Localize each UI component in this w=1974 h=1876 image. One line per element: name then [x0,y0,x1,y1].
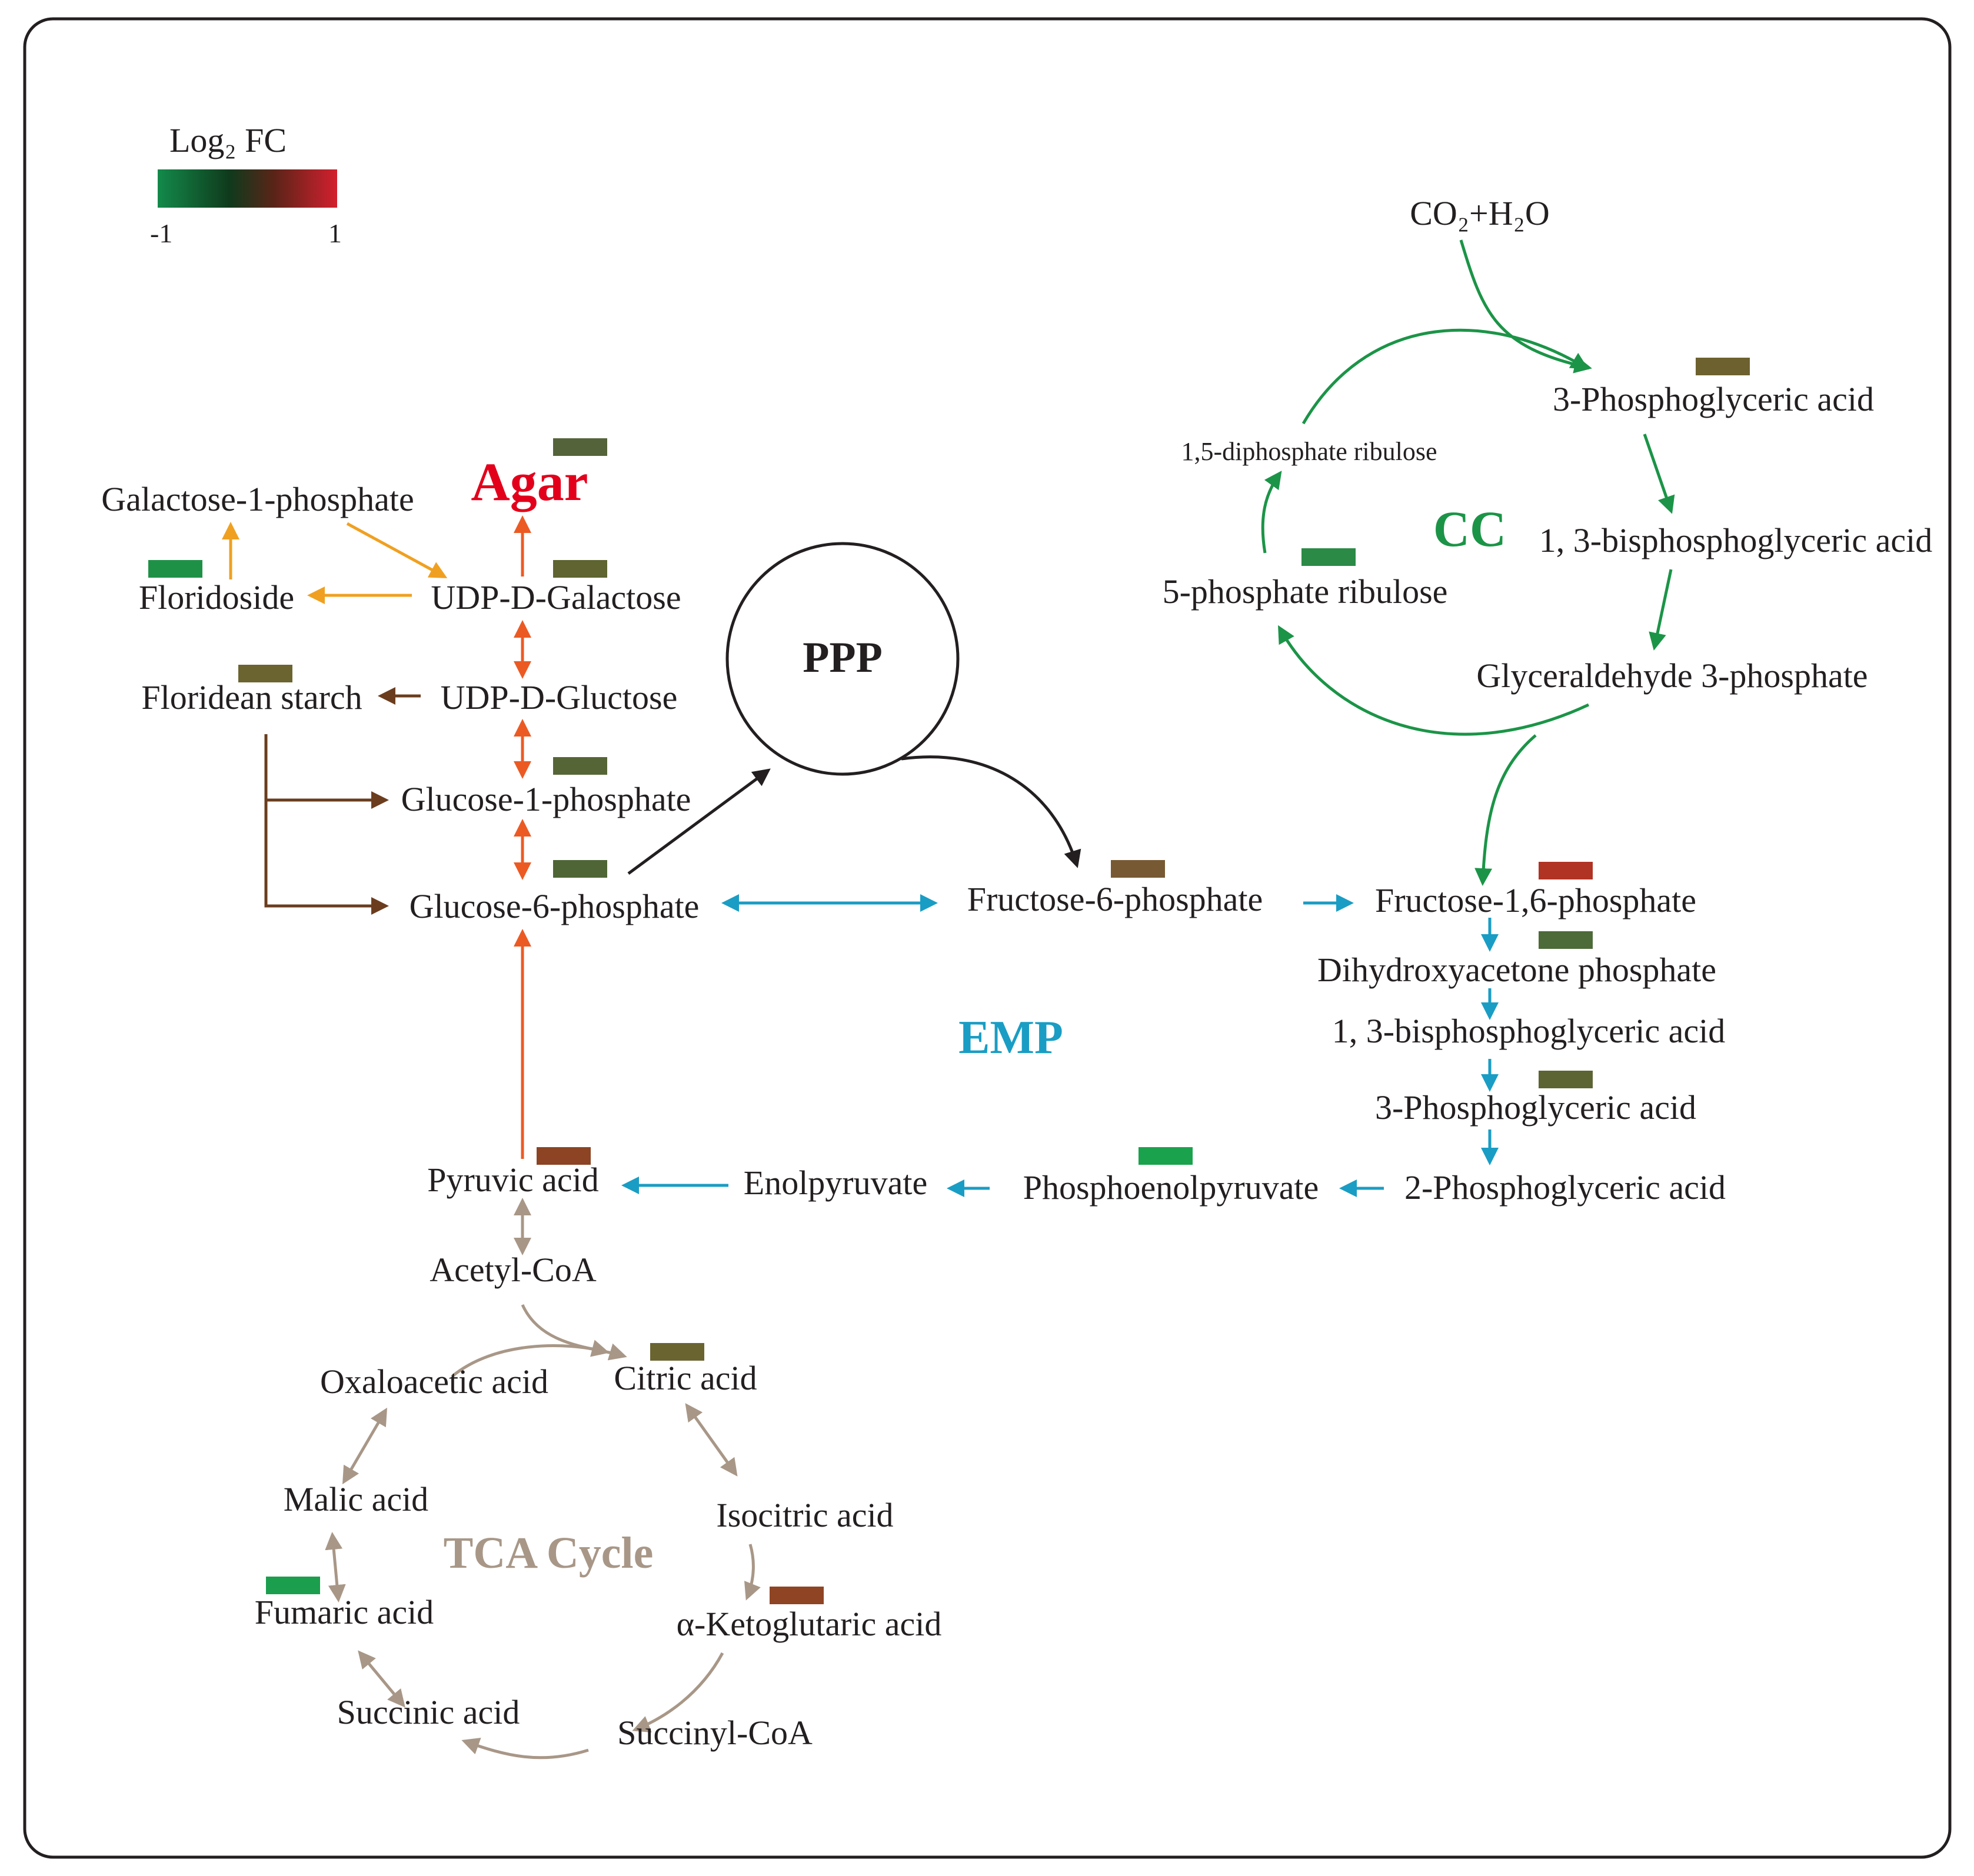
fc-swatch-udp-galactose [553,560,607,578]
arrow-gal1p-to-udpgal [346,522,448,578]
arrow-3pga-to-bpga [1643,434,1675,514]
arrow-acetylcoa-to-citric [521,1304,627,1361]
label-emp-3-phosphoglyceric-acid: 3-Phosphoglyceric acid [1375,1088,1696,1127]
fc-swatch-floridoside [148,560,202,578]
legend-min-label: -1 [150,218,172,248]
label-succinyl-coa: Succinyl-CoA [617,1714,813,1752]
arrow-citric-isocitric [685,1403,738,1477]
arrow-fumaric-malic [325,1532,346,1602]
label-pyruvic-acid: Pyruvic acid [427,1161,599,1199]
fc-swatch-phosphoenolpyruvate [1139,1147,1193,1165]
arrows-ppp [627,755,1081,875]
fc-swatch-fumaric-acid [266,1577,320,1594]
arrow-rubp-to-3pga [1301,328,1589,425]
fc-swatch-pyruvic-acid [537,1147,591,1165]
fc-swatch-agar [553,438,607,456]
label-floridean-starch: Floridean starch [141,678,362,717]
arrow-oxaloacetic-to-citric [451,1339,610,1378]
arrows-emp [621,894,1499,1197]
label-5-phosphate-ribulose: 5-phosphate ribulose [1163,572,1448,611]
label-udp-d-gluctose: UDP-D-Gluctose [441,678,678,717]
legend-gradient-bar [158,169,337,208]
figure-frame [23,17,1952,1859]
arrow-akg-to-succinylcoa [632,1652,724,1733]
fc-swatch-glucose-1-phosphate [553,757,607,775]
pathway-title-ppp: PPP [803,634,883,682]
label-enolpyruvate: Enolpyruvate [744,1164,927,1202]
arrow-starch-to-g6p [264,800,389,915]
fc-swatch-5-phosphate-ribulose [1301,548,1356,566]
label-1-5-diphosphate-ribulose: 1,5-diphosphate ribulose [1181,437,1437,466]
label-2-phosphoglyceric-acid: 2-Phosphoglyceric acid [1404,1168,1726,1207]
arrow-succinic-fumaric [358,1650,405,1708]
label-co2-h2o: CO₂+H₂O [1410,194,1550,232]
label-oxaloacetic-acid: Oxaloacetic acid [320,1362,548,1401]
arrow-malic-oxaloacetic [342,1407,388,1485]
arrow-g3p-to-f16bp [1474,734,1537,886]
fc-swatch-floridean-starch [238,665,292,682]
label-glucose-1-phosphate: Glucose-1-phosphate [401,780,691,818]
label-floridoside: Floridoside [139,578,294,617]
ppp-circle [725,542,960,776]
arrows-galactose-branch [222,522,448,604]
label-citric-acid: Citric acid [614,1359,757,1397]
label-glucose-6-phosphate: Glucose-6-phosphate [410,887,700,925]
arrows-starch-branch [264,687,421,915]
arrows-cc [1261,239,1675,886]
fc-swatch-cc-3-phosphoglyceric-acid [1696,358,1750,375]
pathway-title-tca: TCA Cycle [444,1528,654,1578]
label-galactose-1-phosphate: Galactose-1-phosphate [101,480,414,518]
arrows-tca [325,1198,761,1760]
fc-swatch-emp-3-phosphoglyceric-acid [1539,1071,1593,1088]
label-emp-1-3-bisphosphoglyceric-acid: 1, 3-bisphosphoglyceric acid [1332,1012,1725,1050]
pathway-title-cc: CC [1433,501,1506,557]
pathway-title-emp: EMP [958,1012,1063,1064]
label-cc-1-3-bisphosphoglyceric-acid: 1, 3-bisphosphoglyceric acid [1539,521,1932,559]
label-cc-glyceraldehyde-3-phosphate: Glyceraldehyde 3-phosphate [1476,657,1868,695]
label-isocitric-acid: Isocitric acid [716,1496,893,1534]
fc-swatch-glucose-6-phosphate [553,860,607,878]
arrow-succinylcoa-to-succinic [461,1737,589,1760]
arrow-g3p-to-ru5p [1278,625,1590,736]
legend-title: Log₂ FC [169,121,287,159]
label-fructose-1-6-phosphate: Fructose-1,6-phosphate [1375,881,1696,919]
fc-swatch-citric-acid [650,1343,704,1361]
label-dihydroxyacetone-phosphate: Dihydroxyacetone phosphate [1317,951,1716,989]
arrow-ru5p-to-rubp [1261,471,1282,554]
fold-change-swatches [148,358,1750,1604]
legend-max-label: 1 [328,218,342,248]
arrow-bpga-to-g3p [1649,569,1673,651]
metabolite-labels: CO₂+H₂O 3-Phosphoglyceric acid 1, 3-bisp… [101,194,1932,1752]
fc-swatch-alpha-ketoglutaric-acid [770,1587,824,1604]
arrow-ppp-to-f6p [901,755,1081,868]
label-malic-acid: Malic acid [284,1480,428,1518]
label-acetyl-coa: Acetyl-CoA [430,1251,597,1289]
fc-swatch-fructose-6-phosphate [1111,860,1165,878]
arrow-co2-to-3pga [1459,239,1592,374]
label-succinic-acid: Succinic acid [337,1693,520,1731]
label-phosphoenolpyruvate: Phosphoenolpyruvate [1023,1168,1319,1207]
label-fumaric-acid: Fumaric acid [255,1593,434,1631]
arrow-starch-to-g1p [264,734,389,809]
pathway-title-agar: Agar [471,452,588,512]
label-udp-d-galactose: UDP-D-Galactose [431,578,681,617]
fc-swatch-dihydroxyacetone-phosphate [1539,931,1593,949]
label-cc-3-phosphoglyceric-acid: 3-Phosphoglyceric acid [1553,380,1874,418]
legend: Log₂ FC -1 1 [150,121,342,248]
arrow-isocitric-to-akg [744,1544,761,1601]
arrow-g6p-to-ppp [627,768,771,875]
label-fructose-6-phosphate: Fructose-6-phosphate [967,880,1263,918]
fc-swatch-fructose-1-6-phosphate [1539,862,1593,879]
label-alpha-ketoglutaric-acid: α-Ketoglutaric acid [677,1605,942,1643]
